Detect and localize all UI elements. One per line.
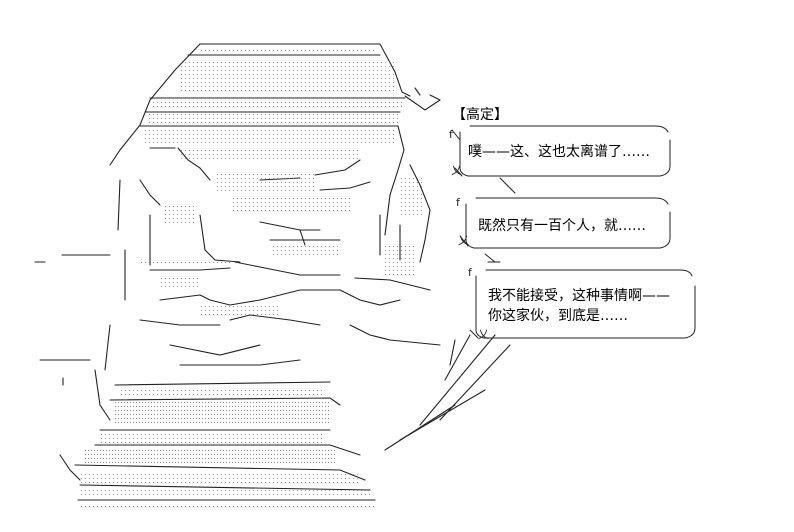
svg-text:f: f: [449, 128, 454, 141]
speech-bubble-1: 噗——这、这也太离谱了……: [468, 142, 650, 162]
svg-text:乂: 乂: [478, 328, 489, 341]
svg-text:乂: 乂: [458, 234, 469, 247]
speaker-name: 【高定】: [452, 107, 508, 123]
speech-line: 噗——这、这也太离谱了……: [468, 144, 650, 160]
speech-line: 既然只有一百个人，就……: [478, 218, 646, 234]
svg-text:f: f: [456, 196, 461, 209]
speech-bubble-3: 我不能接受，这种事情啊—— 你这家伙，到底是……: [488, 286, 670, 326]
svg-text:f: f: [468, 266, 473, 279]
speech-line: 我不能接受，这种事情啊——: [488, 288, 670, 304]
svg-text:乂: 乂: [451, 164, 462, 177]
speech-line: 你这家伙，到底是……: [488, 308, 628, 324]
speech-bubble-2: 既然只有一百个人，就……: [478, 216, 646, 236]
